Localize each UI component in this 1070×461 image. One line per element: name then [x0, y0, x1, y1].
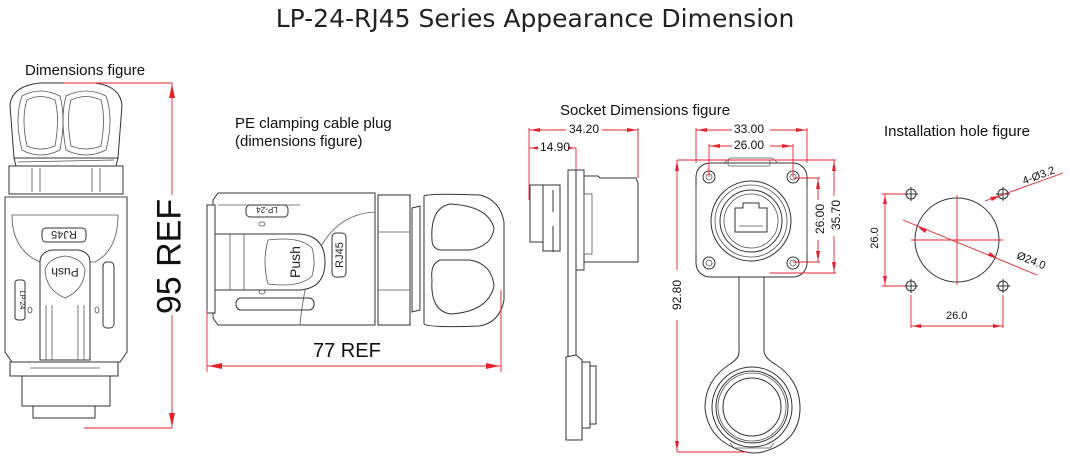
dimension-35-70: 35.70	[829, 199, 843, 231]
plug-side-model-marking: LP-24	[256, 205, 278, 214]
socket-front-view	[669, 122, 842, 454]
plug-front-label: Dimensions figure	[25, 62, 146, 79]
mount-hole	[996, 187, 1010, 201]
installation-hole-label: Installation hole figure	[884, 123, 1030, 140]
plug-side-label-line1: PE clamping cable plug	[235, 115, 392, 132]
plug-front-view: RJ45 Push LP-24	[4, 82, 186, 429]
plug-front-model-marking: LP-24	[18, 291, 25, 310]
dimension-26-0-horizontal: 26.0	[946, 310, 968, 322]
plug-side-push-marking: Push	[287, 246, 303, 278]
mount-hole	[996, 279, 1010, 293]
socket-label: Socket Dimensions figure	[560, 102, 731, 119]
dimension-34-20: 34.20	[569, 122, 600, 136]
dimension-26-00-vertical: 26.00	[813, 203, 827, 235]
socket-side-view	[528, 122, 639, 441]
installation-hole-view	[882, 172, 1064, 328]
dimension-26-00-horizontal: 26.00	[734, 138, 765, 152]
dimension-14-90: 14.90	[540, 140, 571, 154]
plug-front-rj45-marking: RJ45	[51, 228, 77, 240]
dimension-92-80: 92.80	[670, 279, 684, 311]
mount-hole	[904, 279, 918, 293]
plug-side-rj45-marking: RJ45	[334, 242, 346, 268]
mount-hole	[904, 187, 918, 201]
page-title: LP-24-RJ45 Series Appearance Dimension	[275, 4, 795, 33]
plug-side-view: LP-24 Push RJ45	[206, 192, 505, 372]
plug-side-label-line2: (dimensions figure)	[235, 133, 363, 150]
dimension-77-ref: 77 REF	[313, 340, 381, 362]
dimension-33-00: 33.00	[734, 122, 765, 136]
dimension-95-ref: 95 REF	[150, 198, 189, 315]
dimension-26-0-vertical: 26.0	[869, 227, 881, 249]
plug-front-push-marking: Push	[51, 265, 78, 279]
